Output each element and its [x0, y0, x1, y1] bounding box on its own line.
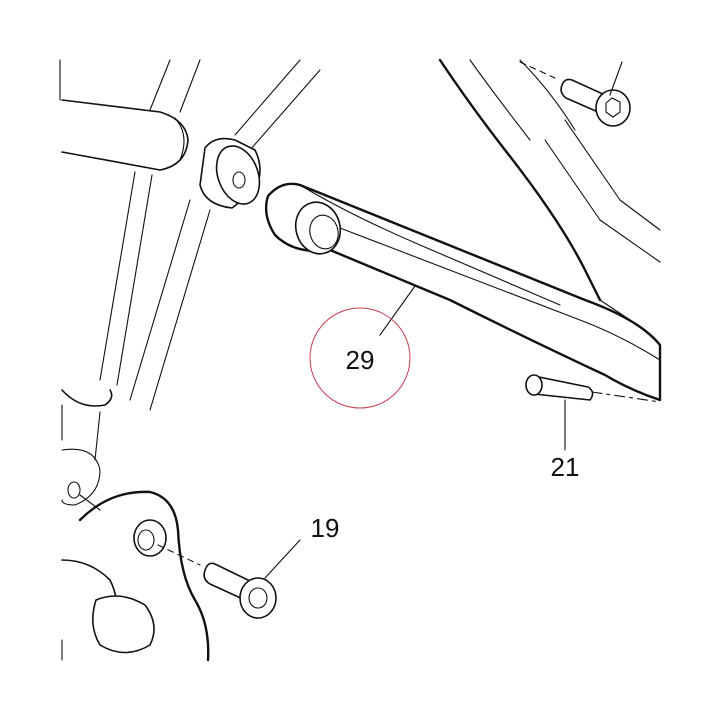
part-21-pin: [525, 374, 661, 403]
part-19-bracket-and-bolt: [61, 490, 301, 662]
frame-tubes: [59, 59, 321, 511]
leader-line-29: [379, 285, 416, 336]
highlight-circle-29: [309, 307, 411, 409]
spacer-bushing: [199, 137, 261, 209]
callout-29: 29: [346, 345, 375, 375]
callout-19: 19: [311, 513, 340, 543]
top-bolt: [519, 61, 631, 127]
callout-21: 21: [551, 452, 580, 482]
upper-right-housing: [438, 58, 661, 321]
part-29-arm: [264, 182, 662, 402]
